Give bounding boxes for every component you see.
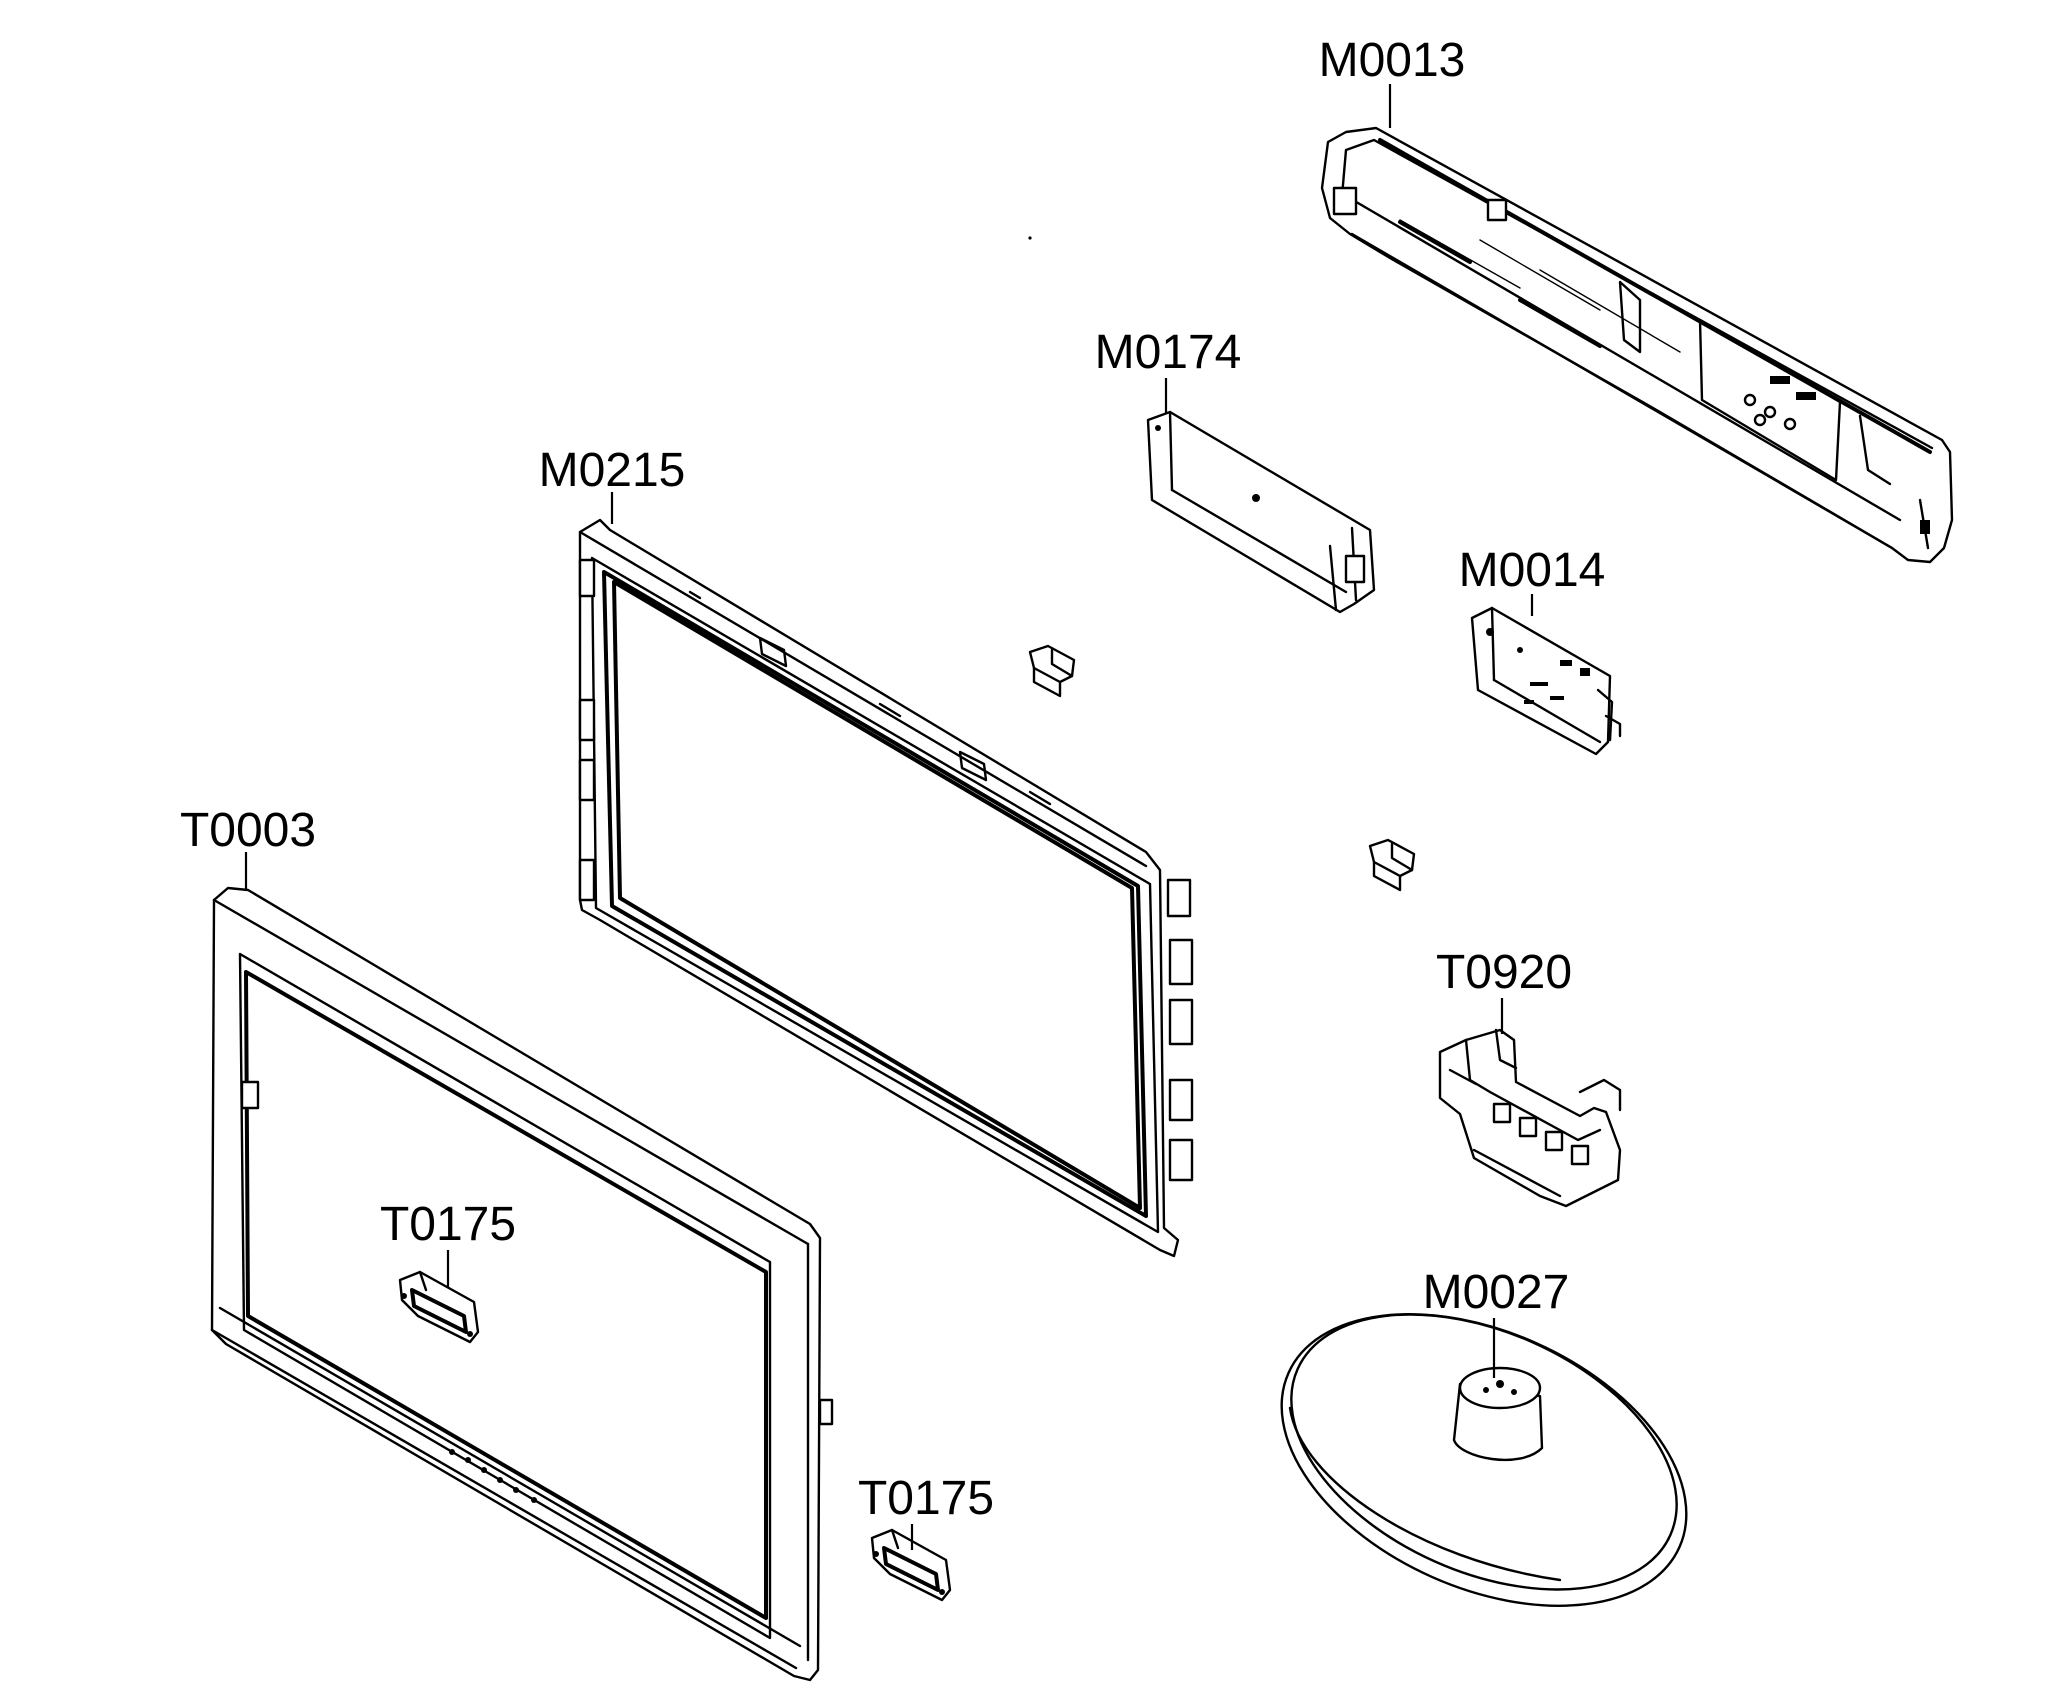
clip-upper xyxy=(1028,644,1076,698)
label-t0920: T0920 xyxy=(1436,946,1572,999)
part-m0215-panel-frame xyxy=(578,518,1194,1258)
part-t0003-front-bezel xyxy=(210,886,834,1682)
label-t0175-right: T0175 xyxy=(858,1472,994,1525)
part-m0013-rear-cover xyxy=(1320,126,1954,564)
part-t0175-speaker-left xyxy=(398,1270,480,1344)
label-m0013: M0013 xyxy=(1319,34,1466,87)
part-t0175-speaker-right xyxy=(870,1528,952,1602)
part-m0174-pcb-board xyxy=(1146,410,1376,614)
part-m0027-stand-base xyxy=(1280,1313,1688,1607)
label-m0174: M0174 xyxy=(1095,326,1242,379)
label-t0175-left: T0175 xyxy=(380,1198,516,1251)
part-m0014-pcb-small xyxy=(1470,606,1622,756)
clip-lower xyxy=(1368,838,1416,892)
part-t0920-stand-bracket xyxy=(1438,1028,1622,1208)
label-m0027: M0027 xyxy=(1423,1266,1570,1319)
label-t0003: T0003 xyxy=(180,804,316,857)
label-m0215: M0215 xyxy=(539,444,686,497)
label-m0014: M0014 xyxy=(1459,544,1606,597)
